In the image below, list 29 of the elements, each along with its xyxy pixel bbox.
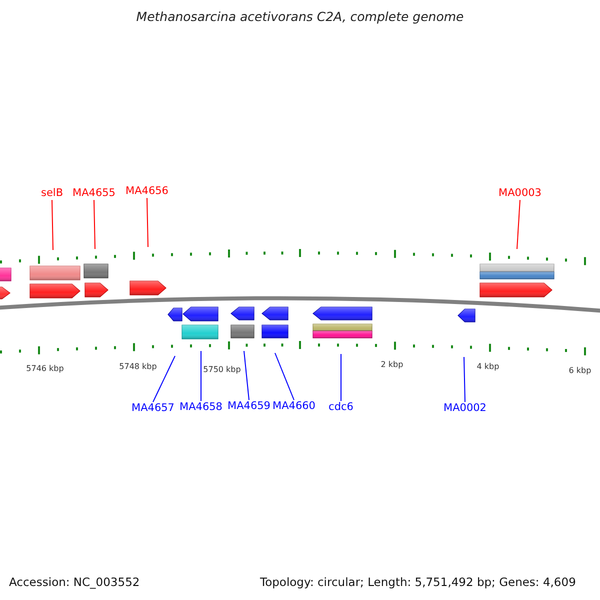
gene-label: MA4655 xyxy=(72,187,116,200)
gene-label: selB xyxy=(40,187,64,200)
leader-line xyxy=(94,200,96,250)
map-title: Methanosarcina acetivorans C2A, complete genome xyxy=(135,9,465,24)
genome-info-text: Accession: NC_003552 xyxy=(9,575,140,589)
scale-label: 5750 kbp xyxy=(203,365,241,375)
gene-label: MA4656 xyxy=(126,185,168,198)
gene-label: cdc6 xyxy=(328,401,354,414)
scale-label: 5746 kbp xyxy=(26,364,64,374)
scale-label: 6 kbp xyxy=(568,366,592,376)
leader-line xyxy=(340,354,342,402)
gene-label: MA4660 xyxy=(272,400,316,413)
gene-label: MA4658 xyxy=(180,401,222,414)
leader-line xyxy=(516,200,520,250)
genome-info-text: Topology: circular; Length: 5,751,492 bp; Genes: 4,609 xyxy=(260,575,576,589)
gene-label: MA4657 xyxy=(132,402,174,415)
scale-label: 2 kbp xyxy=(380,360,404,370)
scale-label: 4 kbp xyxy=(476,362,500,372)
gene-label: MA4659 xyxy=(228,400,270,413)
leader-line xyxy=(274,352,294,400)
leader-line xyxy=(152,356,176,402)
leader-line xyxy=(146,198,148,248)
gene-label: MA0002 xyxy=(444,402,486,415)
leader-line xyxy=(464,356,466,402)
leader-line xyxy=(52,200,54,250)
scale-label: 5748 kbp xyxy=(119,362,157,372)
leader-line xyxy=(200,350,202,402)
gene-label: MA0003 xyxy=(498,187,542,200)
leader-line xyxy=(244,350,250,400)
